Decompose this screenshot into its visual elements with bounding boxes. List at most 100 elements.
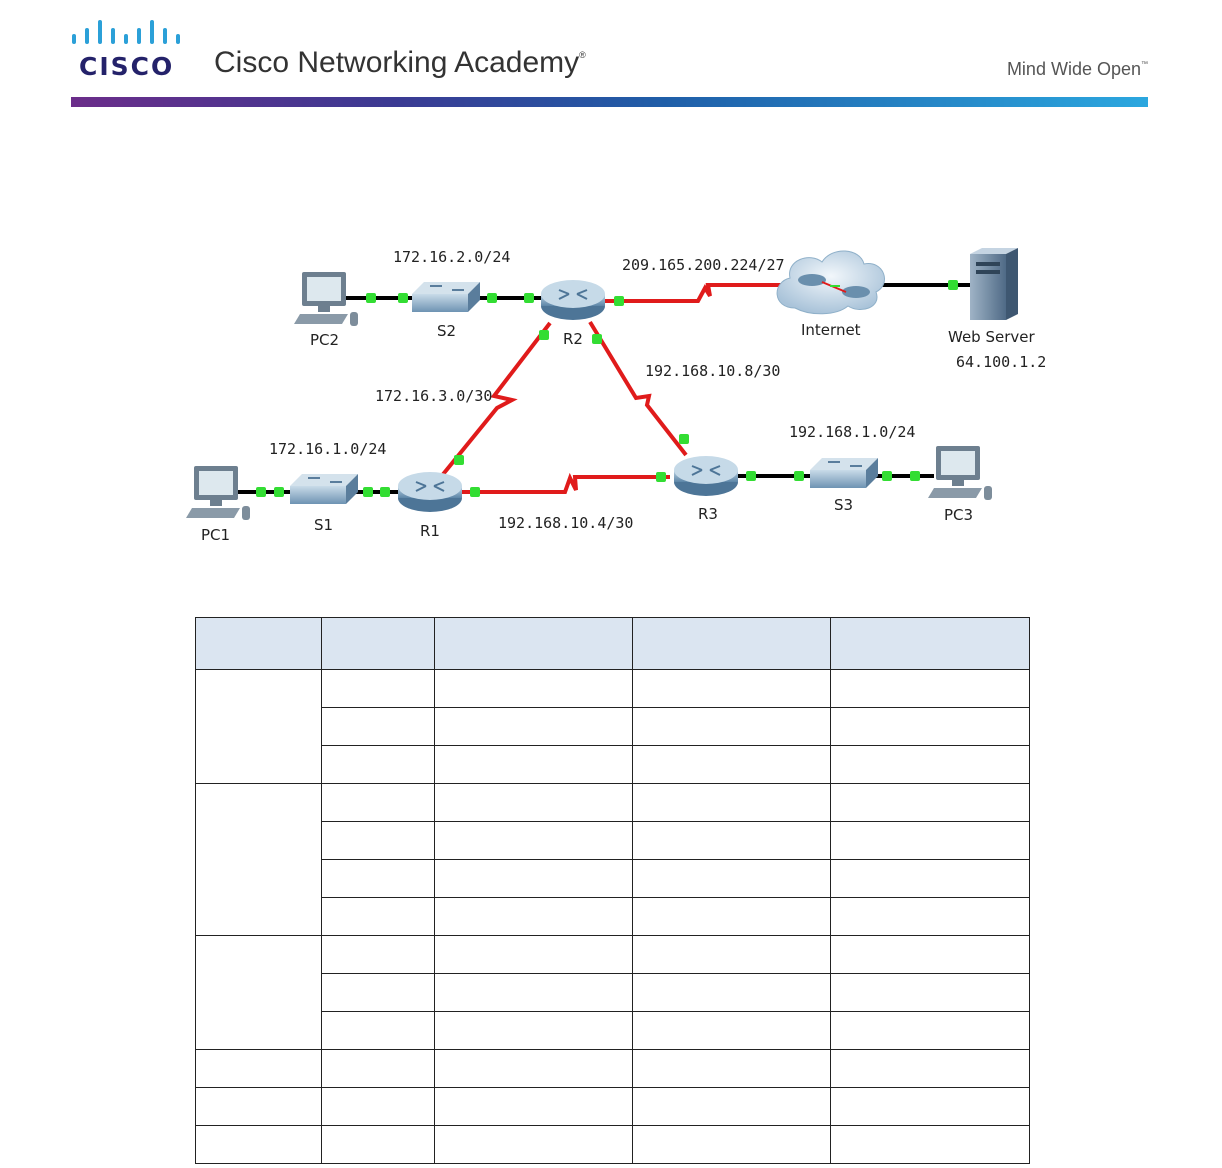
device-label-r2: R2 — [563, 330, 583, 348]
table-header-cell — [195, 617, 322, 670]
pc2-computer-icon[interactable] — [294, 272, 358, 326]
table-header-cell — [321, 617, 435, 670]
table-cell — [632, 783, 831, 822]
table-row — [195, 1049, 1030, 1088]
network-label-lan-r2: 172.16.2.0/24 — [393, 248, 510, 266]
internet-cloud-icon[interactable] — [776, 250, 886, 315]
serial-link-r2-r3 — [588, 320, 688, 457]
table-cell — [632, 935, 831, 974]
device-label-pc3: PC3 — [944, 506, 973, 524]
table-header-cell — [434, 617, 633, 670]
device-label-web-server: Web Server — [948, 328, 1035, 346]
port-indicator — [614, 296, 624, 306]
cisco-wordmark: CISCO — [79, 52, 175, 81]
table-cell — [434, 783, 633, 822]
table-cell — [434, 859, 633, 898]
table-cell — [434, 973, 633, 1012]
port-indicator — [454, 455, 464, 465]
pc3-computer-icon[interactable] — [928, 446, 992, 500]
s2-switch-icon[interactable] — [412, 282, 480, 312]
table-cell — [434, 821, 633, 860]
table-header-row — [195, 617, 1030, 670]
table-header-cell — [632, 617, 831, 670]
table-header-cell — [830, 617, 1030, 670]
web-server-icon[interactable] — [970, 248, 1018, 320]
port-indicator — [948, 280, 958, 290]
port-indicator — [882, 471, 892, 481]
table-cell — [632, 897, 831, 936]
device-label-s1: S1 — [314, 516, 333, 534]
tagline-text: Mind Wide Open — [1006, 59, 1141, 79]
table-row — [195, 1087, 1030, 1126]
table-row — [196, 897, 1030, 936]
table-cell — [830, 1125, 1030, 1164]
table-cell — [632, 1049, 831, 1088]
r2-router-icon[interactable] — [541, 280, 605, 320]
port-indicator — [794, 471, 804, 481]
registered-mark: ® — [579, 50, 586, 60]
port-indicator — [487, 293, 497, 303]
port-indicator — [524, 293, 534, 303]
port-indicator — [746, 471, 756, 481]
table-cell — [632, 745, 831, 784]
table-cell — [632, 859, 831, 898]
addressing-table — [195, 617, 1030, 1164]
device-label-pc2: PC2 — [310, 331, 339, 349]
table-cell — [434, 745, 633, 784]
table-cell — [830, 1087, 1030, 1126]
s3-switch-icon[interactable] — [810, 458, 878, 488]
table-cell — [632, 1011, 831, 1050]
port-indicator — [592, 334, 602, 344]
table-cell — [830, 707, 1030, 746]
table-cell — [434, 1087, 633, 1126]
serial-link-r1-r3 — [462, 472, 670, 494]
port-indicator — [539, 330, 549, 340]
port-indicator — [256, 487, 266, 497]
device-label-s3: S3 — [834, 496, 853, 514]
table-cell — [321, 707, 435, 746]
device-cell — [195, 1049, 322, 1088]
academy-title: Cisco Networking Academy® — [214, 46, 586, 80]
network-label-r2-r3: 192.168.10.8/30 — [645, 362, 780, 380]
table-cell — [434, 1011, 633, 1050]
table-cell — [830, 859, 1030, 898]
table-cell — [830, 973, 1030, 1012]
table-row — [196, 821, 1030, 860]
table-cell — [632, 1087, 831, 1126]
device-cell — [195, 783, 322, 936]
table-row — [195, 783, 1030, 936]
port-indicator — [380, 487, 390, 497]
serial-link-r2-internet — [603, 283, 785, 303]
table-cell — [632, 821, 831, 860]
device-cell — [195, 1125, 322, 1164]
academy-title-text: Cisco Networking Academy — [214, 46, 580, 79]
device-label-internet: Internet — [801, 321, 861, 339]
pc1-computer-icon[interactable] — [186, 466, 250, 520]
device-label-r3: R3 — [698, 505, 718, 523]
table-cell — [434, 897, 633, 936]
table-row — [195, 669, 1030, 784]
device-cell — [195, 935, 322, 1050]
table-row — [195, 935, 1030, 1050]
r1-router-icon[interactable] — [398, 472, 462, 512]
device-label-s2: S2 — [437, 322, 456, 340]
table-row — [196, 973, 1030, 1012]
port-indicator — [910, 471, 920, 481]
table-cell — [830, 821, 1030, 860]
port-indicator — [398, 293, 408, 303]
table-cell — [321, 669, 435, 708]
table-cell — [632, 973, 831, 1012]
table-cell — [434, 1049, 633, 1088]
r3-router-icon[interactable] — [674, 456, 738, 496]
table-cell — [321, 1125, 435, 1164]
s1-switch-icon[interactable] — [290, 474, 358, 504]
table-cell — [321, 1049, 435, 1088]
table-cell — [321, 783, 435, 822]
port-indicator — [363, 487, 373, 497]
table-cell — [632, 669, 831, 708]
table-cell — [321, 935, 435, 974]
table-cell — [321, 1087, 435, 1126]
table-cell — [830, 1011, 1030, 1050]
table-cell — [321, 745, 435, 784]
table-cell — [434, 1125, 633, 1164]
